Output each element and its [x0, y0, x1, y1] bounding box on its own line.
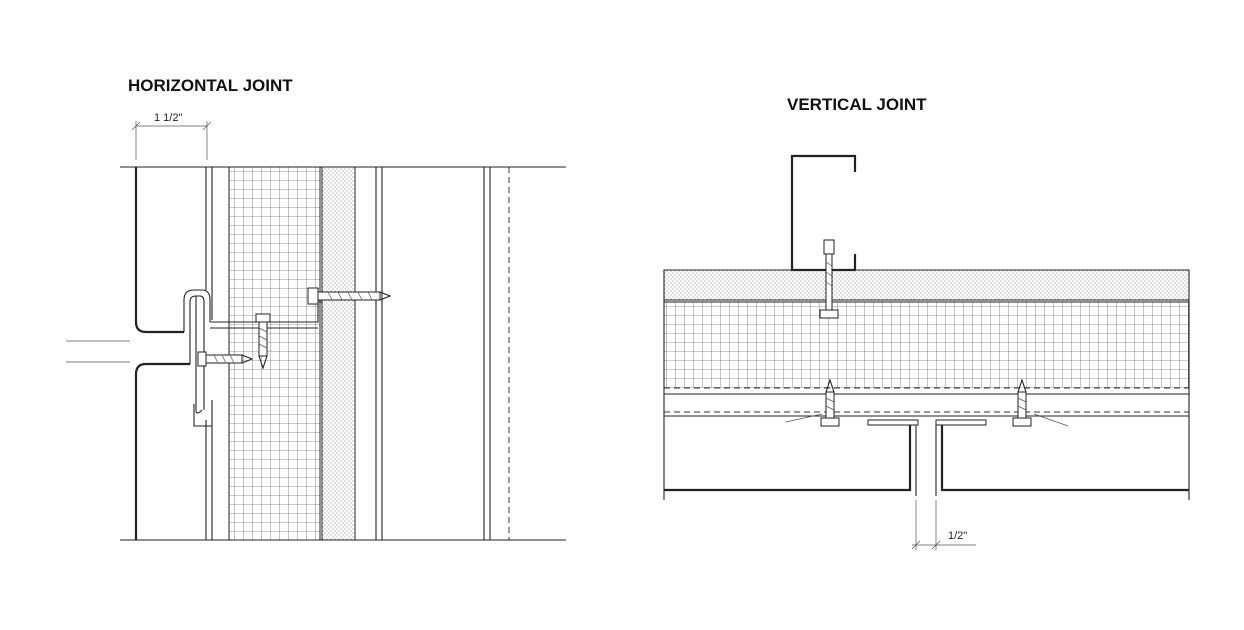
upper-face-sheet [134, 167, 184, 334]
vertical-joint-dimension: 1/2" [911, 500, 976, 550]
insulation-core-vertical [664, 302, 1189, 388]
vertical-joint-dimension-label: 1/2" [948, 530, 967, 542]
left-face-sheet [664, 422, 912, 492]
fastener-screw-4 [819, 239, 839, 319]
fastener-screw-6 [1012, 378, 1032, 427]
horizontal-joint-detail: HORIZONTAL JOINT 1 1/2" [66, 76, 566, 541]
c-channel-girt [790, 154, 857, 272]
lower-face-sheet [134, 362, 190, 540]
joint-tongue [189, 295, 205, 410]
vertical-joint-title: VERTICAL JOINT [787, 95, 927, 114]
horizontal-joint-dimension-label: 1 1/2" [154, 112, 182, 124]
fastener-screw-2 [197, 351, 254, 367]
fastener-screw-3 [307, 287, 392, 305]
fastener-screw-1 [255, 313, 271, 370]
dotted-liner-layer-vertical [663, 269, 1190, 301]
joint-clip [183, 289, 211, 332]
horizontal-joint-title: HORIZONTAL JOINT [128, 76, 293, 95]
fastener-screw-5 [820, 378, 840, 427]
vertical-joint-detail: VERTICAL JOINT [663, 95, 1190, 550]
insulation-core [228, 166, 321, 541]
right-face-sheet [940, 422, 1189, 492]
horizontal-joint-dimension: 1 1/2" [131, 112, 212, 160]
dotted-liner-layer [321, 166, 356, 541]
